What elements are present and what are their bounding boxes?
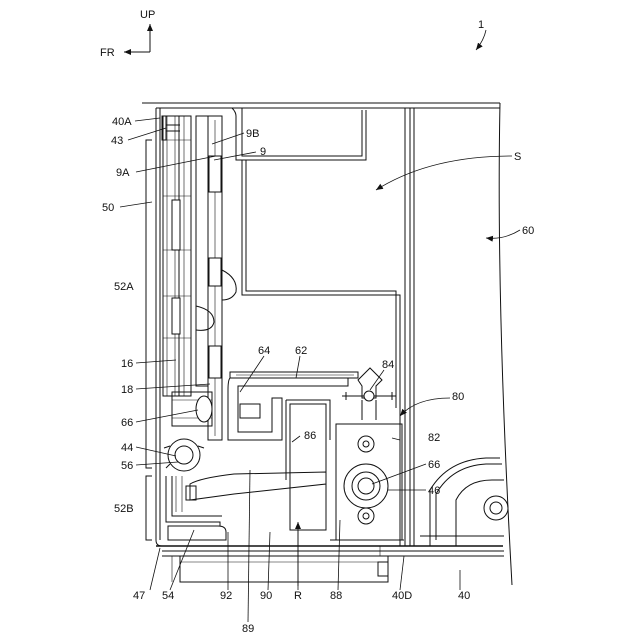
label-18: 18 <box>121 384 133 396</box>
right-compartment <box>420 458 508 546</box>
label-50: 50 <box>102 202 114 214</box>
label-90: 90 <box>260 590 272 602</box>
label-52A: 52A <box>114 281 134 293</box>
arrow-leaders <box>298 156 520 586</box>
brackets <box>146 140 152 540</box>
left-panel <box>162 116 191 396</box>
label-56: 56 <box>121 460 133 472</box>
label-40: 40 <box>458 590 470 602</box>
label-40A: 40A <box>112 116 132 128</box>
front-label: FR <box>100 47 115 59</box>
figure-reference: 1 <box>476 19 486 50</box>
up-label: UP <box>140 9 155 21</box>
bar-62 <box>230 372 358 378</box>
label-66-left: 66 <box>121 417 133 429</box>
lever-86 <box>190 400 330 530</box>
label-16: 16 <box>121 358 133 370</box>
label-92: 92 <box>220 590 232 602</box>
label-86: 86 <box>304 430 316 442</box>
label-43: 43 <box>111 135 123 147</box>
label-S: S <box>514 151 521 163</box>
lower-bracket <box>166 476 226 540</box>
label-9A: 9A <box>116 167 130 179</box>
inner-wall <box>232 108 400 546</box>
label-80: 80 <box>452 391 464 403</box>
label-84: 84 <box>382 359 394 371</box>
figure-number: 1 <box>478 19 484 31</box>
cam-84 <box>342 368 396 420</box>
label-47: 47 <box>133 590 145 602</box>
roller-66-left <box>172 392 212 426</box>
label-9B: 9B <box>246 128 259 140</box>
vertical-rails <box>405 108 414 546</box>
label-9: 9 <box>260 146 266 158</box>
label-82: 82 <box>428 432 440 444</box>
direction-indicator: UP FR <box>100 9 155 59</box>
label-62: 62 <box>295 345 307 357</box>
housing-82 <box>330 424 404 540</box>
label-89: 89 <box>242 623 254 635</box>
label-46: 46 <box>428 485 440 497</box>
label-60: 60 <box>522 225 534 237</box>
label-44: 44 <box>121 442 133 454</box>
plate-9 <box>196 116 236 440</box>
label-88: 88 <box>330 590 342 602</box>
label-54: 54 <box>162 590 174 602</box>
label-64: 64 <box>258 345 270 357</box>
label-52B: 52B <box>114 503 134 515</box>
label-R: R <box>294 590 302 602</box>
base-part-40 <box>172 556 388 582</box>
label-40D: 40D <box>392 590 412 602</box>
label-66-right: 66 <box>428 459 440 471</box>
